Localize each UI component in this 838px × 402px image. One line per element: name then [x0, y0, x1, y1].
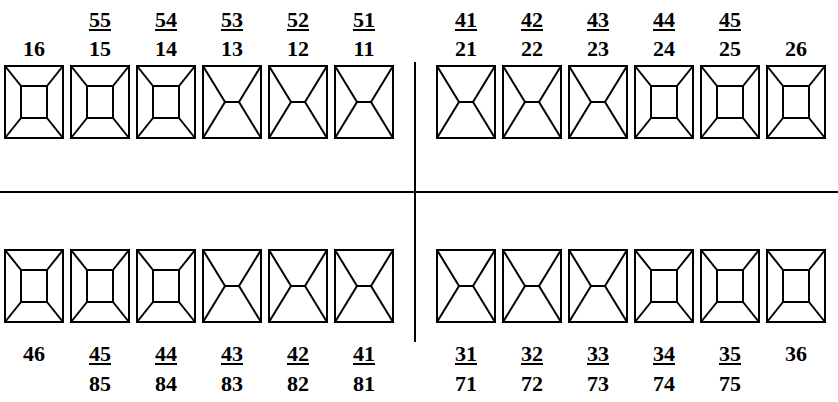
tooth-number: 45 — [719, 9, 741, 31]
tooth-number: 41 — [455, 9, 477, 31]
tooth-number: 74 — [653, 373, 675, 395]
tooth-number: 75 — [719, 373, 741, 395]
tooth-number: 36 — [785, 343, 807, 365]
tooth-number: 41 — [353, 343, 375, 365]
tooth-number: 55 — [89, 9, 111, 31]
tooth-number: 54 — [155, 9, 177, 31]
tooth-number: 31 — [455, 343, 477, 365]
tooth-number: 23 — [587, 38, 609, 60]
tooth-number: 73 — [587, 373, 609, 395]
tooth-number: 15 — [89, 38, 111, 60]
tooth-number: 43 — [587, 9, 609, 31]
tooth-number: 46 — [23, 343, 45, 365]
tooth-number: 44 — [653, 9, 675, 31]
tooth-number: 51 — [353, 9, 375, 31]
tooth-number: 85 — [89, 373, 111, 395]
tooth-number: 83 — [221, 373, 243, 395]
tooth-number: 32 — [521, 343, 543, 365]
tooth-number: 26 — [785, 38, 807, 60]
tooth-number: 11 — [354, 38, 375, 60]
tooth-number: 13 — [221, 38, 243, 60]
tooth-number: 84 — [155, 373, 177, 395]
tooth-number: 12 — [287, 38, 309, 60]
tooth-number: 16 — [23, 38, 45, 60]
tooth-number: 52 — [287, 9, 309, 31]
tooth-number: 82 — [287, 373, 309, 395]
tooth-number: 45 — [89, 343, 111, 365]
tooth-number: 25 — [719, 38, 741, 60]
tooth-number: 14 — [155, 38, 177, 60]
tooth-number: 81 — [353, 373, 375, 395]
tooth-number: 72 — [521, 373, 543, 395]
tooth-number: 53 — [221, 9, 243, 31]
tooth-number: 33 — [587, 343, 609, 365]
tooth-number: 21 — [455, 38, 477, 60]
tooth-number: 42 — [521, 9, 543, 31]
tooth-number: 35 — [719, 343, 741, 365]
tooth-number: 22 — [521, 38, 543, 60]
tooth-number: 42 — [287, 343, 309, 365]
tooth-number: 71 — [455, 373, 477, 395]
tooth-number: 44 — [155, 343, 177, 365]
tooth-number: 43 — [221, 343, 243, 365]
tooth-number: 24 — [653, 38, 675, 60]
tooth-number: 34 — [653, 343, 675, 365]
